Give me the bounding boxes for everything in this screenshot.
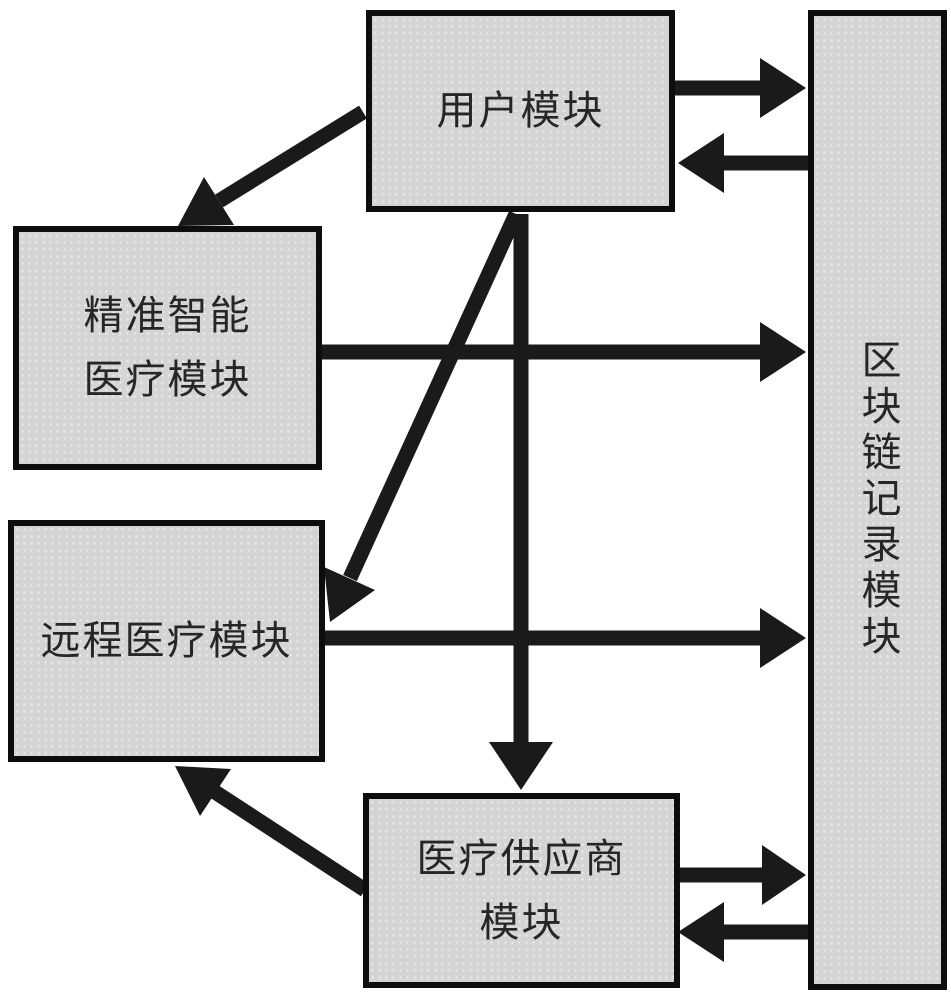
- node-medical-supplier-module: 医疗供应商 模块: [363, 793, 680, 988]
- node-precision-label-line1: 精准智能: [83, 294, 252, 338]
- arrow-blockchain-to-user: [678, 133, 808, 193]
- node-precision-label-line2: 医疗模块: [83, 358, 252, 402]
- arrow-user-to-telemed: [324, 210, 523, 622]
- arrow-telemed-to-blockchain: [325, 608, 806, 668]
- node-supplier-label-line1: 医疗供应商: [416, 836, 627, 881]
- node-supplier-label-line2: 模块: [479, 900, 564, 945]
- node-blockchain-label-vertical: 区块链记录模块: [855, 339, 900, 661]
- arrow-user-to-precision: [178, 105, 367, 226]
- arrow-user-to-supplier: [489, 214, 553, 790]
- node-telemedicine-label: 远程医疗模块: [40, 619, 293, 663]
- arrow-user-to-blockchain: [675, 58, 806, 118]
- arrow-supplier-to-telemed: [175, 766, 370, 897]
- node-precision-intelligent-medical-module: 精准智能 医疗模块: [13, 226, 322, 470]
- node-telemedicine-module: 远程医疗模块: [8, 520, 325, 762]
- arrow-supplier-to-blockchain: [680, 845, 806, 905]
- arrow-precision-to-blockchain: [322, 322, 806, 382]
- node-user-module: 用户模块: [366, 10, 675, 212]
- node-user-module-label: 用户模块: [436, 89, 605, 133]
- arrow-blockchain-to-supplier: [678, 902, 808, 962]
- node-blockchain-record-module: 区块链记录模块: [808, 10, 947, 990]
